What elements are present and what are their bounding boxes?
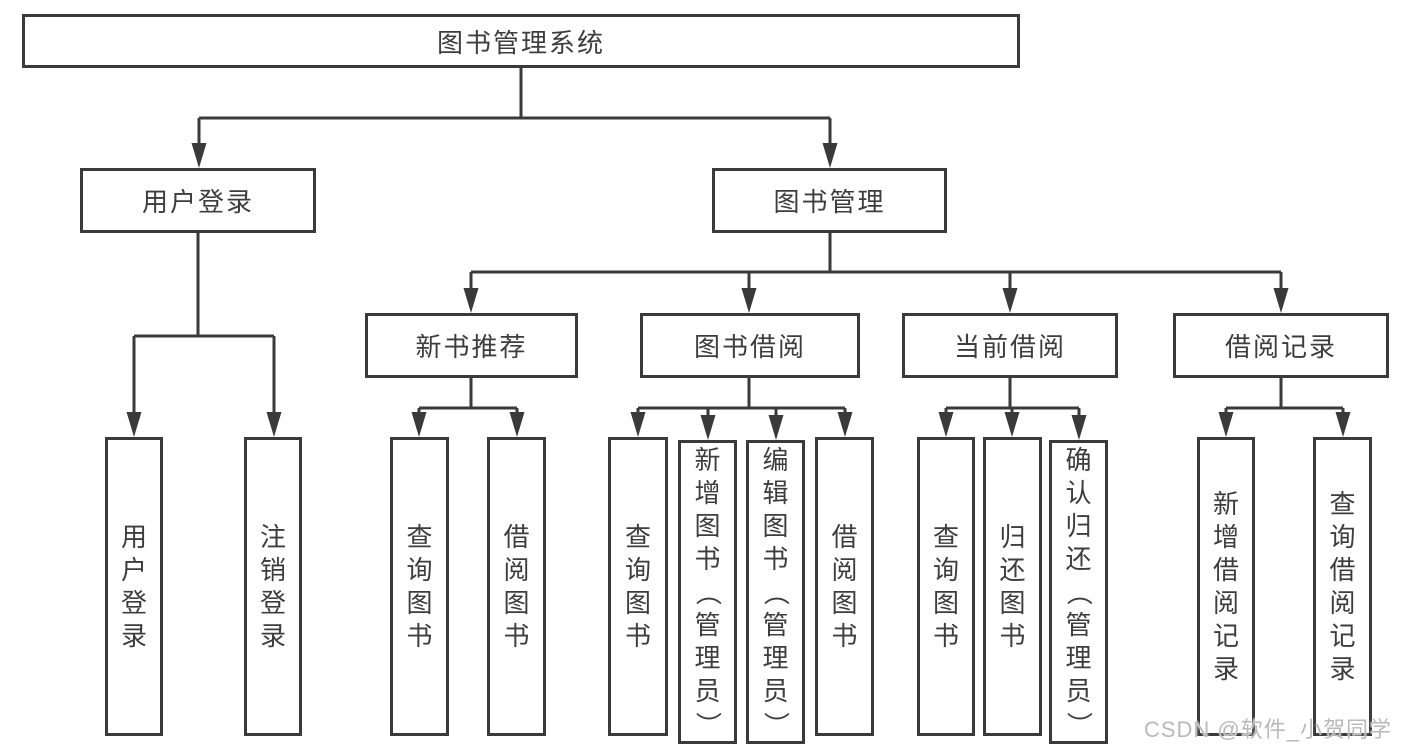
- node-label: 查询借阅记录: [1329, 488, 1356, 684]
- leaf-records-add-record: 新增借阅记录: [1197, 437, 1255, 736]
- node-current-borrowing: 当前借阅: [902, 313, 1118, 378]
- node-label: 图书管理系统: [436, 27, 605, 58]
- leaf-user-login: 用户登录: [105, 437, 163, 736]
- leaf-borrowing-borrow-books: 借阅图书: [815, 437, 874, 736]
- node-label: 编辑图书（管理员）: [761, 444, 791, 738]
- node-label: 用户登录: [120, 521, 147, 651]
- node-label: 图书管理: [773, 187, 886, 217]
- leaf-current-confirm-return-admin: 确认归还（管理员）: [1049, 440, 1108, 744]
- node-label: 查询图书: [932, 521, 959, 651]
- leaf-current-query-books: 查询图书: [917, 437, 975, 736]
- node-label: 新增图书（管理员）: [693, 444, 723, 738]
- leaf-borrowing-query-books: 查询图书: [608, 437, 668, 736]
- leaf-newbook-borrow-books: 借阅图书: [487, 437, 546, 736]
- leaf-records-query-record: 查询借阅记录: [1313, 437, 1372, 736]
- node-label: 借阅图书: [503, 521, 530, 651]
- node-borrowing-records: 借阅记录: [1173, 313, 1389, 378]
- node-label: 新增借阅记录: [1212, 488, 1239, 684]
- node-label: 用户登录: [141, 187, 254, 217]
- csdn-watermark: CSDN @软件_小贺同学: [1143, 717, 1392, 742]
- node-label: 确认归还（管理员）: [1064, 444, 1094, 738]
- node-user-login: 用户登录: [80, 168, 316, 233]
- leaf-newbook-query-books: 查询图书: [390, 437, 449, 736]
- leaf-borrowing-edit-books-admin: 编辑图书（管理员）: [746, 440, 805, 744]
- node-label: 借阅图书: [831, 521, 858, 651]
- node-label: 注销登录: [259, 521, 286, 651]
- node-label: 图书借阅: [693, 332, 806, 362]
- node-label: 新书推荐: [415, 332, 528, 362]
- node-label: 借阅记录: [1224, 332, 1337, 362]
- node-book-management: 图书管理: [712, 168, 947, 233]
- leaf-current-return-books: 归还图书: [983, 437, 1042, 736]
- leaf-borrowing-add-books-admin: 新增图书（管理员）: [678, 440, 737, 744]
- node-label: 当前借阅: [953, 332, 1066, 362]
- leaf-logout: 注销登录: [244, 437, 302, 736]
- node-label: 查询图书: [624, 521, 651, 651]
- node-book-borrowing: 图书借阅: [640, 313, 860, 378]
- node-label: 查询图书: [406, 521, 433, 651]
- node-book-management-system: 图书管理系统: [22, 14, 1020, 68]
- node-label: 归还图书: [999, 521, 1026, 651]
- node-new-book-recommend: 新书推荐: [365, 313, 578, 378]
